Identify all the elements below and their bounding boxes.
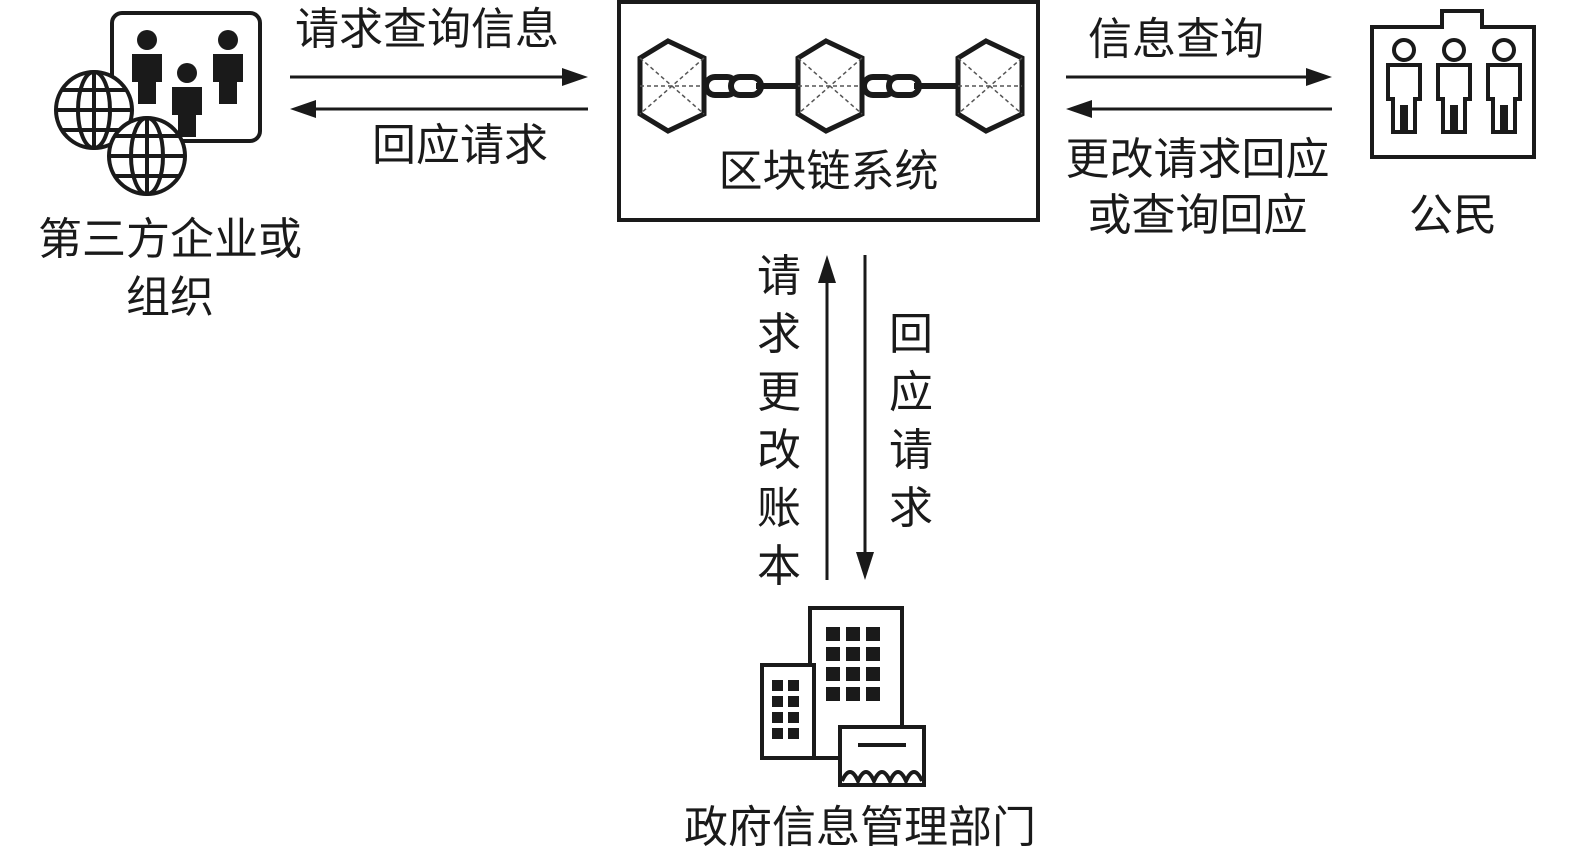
- government-building-icon: [760, 606, 926, 787]
- arrow-down-icon: [856, 255, 874, 580]
- blockchain-icon: [637, 38, 1025, 134]
- edge-label-change-or-query-response: 更改请求回应 或查询回应: [1050, 138, 1345, 238]
- edge-label-respond-request-vertical: 回 应 请 求: [889, 309, 933, 534]
- citizen-label: 公民: [1409, 190, 1497, 241]
- blockchain-system-label: 区块链系统: [718, 146, 939, 197]
- citizens-icon: [1370, 9, 1536, 159]
- arrow-up-icon: [818, 255, 836, 580]
- third-party-label-line2: 组织: [126, 272, 214, 323]
- edge-label-request-ledger-change: 请 求 更 改 账 本: [757, 251, 801, 592]
- third-party-label: 第三方企业或 组织: [20, 218, 320, 320]
- edge-label-query-request: 请求查询信息: [295, 4, 559, 55]
- edge-label-line2: 或查询回应: [1087, 190, 1308, 241]
- edge-label-respond-request: 回应请求: [372, 120, 548, 171]
- arrow-left-icon: [290, 100, 588, 118]
- third-party-label-line1: 第三方企业或: [38, 214, 302, 265]
- government-label: 政府信息管理部门: [684, 802, 1036, 853]
- arrow-right-icon: [290, 68, 588, 86]
- edge-label-info-query: 信息查询: [1088, 14, 1264, 65]
- arrow-right-icon: [1066, 68, 1332, 86]
- enterprise-group-icon: [54, 11, 262, 196]
- arrow-left-icon: [1066, 100, 1332, 118]
- edge-label-line1: 更改请求回应: [1065, 134, 1330, 185]
